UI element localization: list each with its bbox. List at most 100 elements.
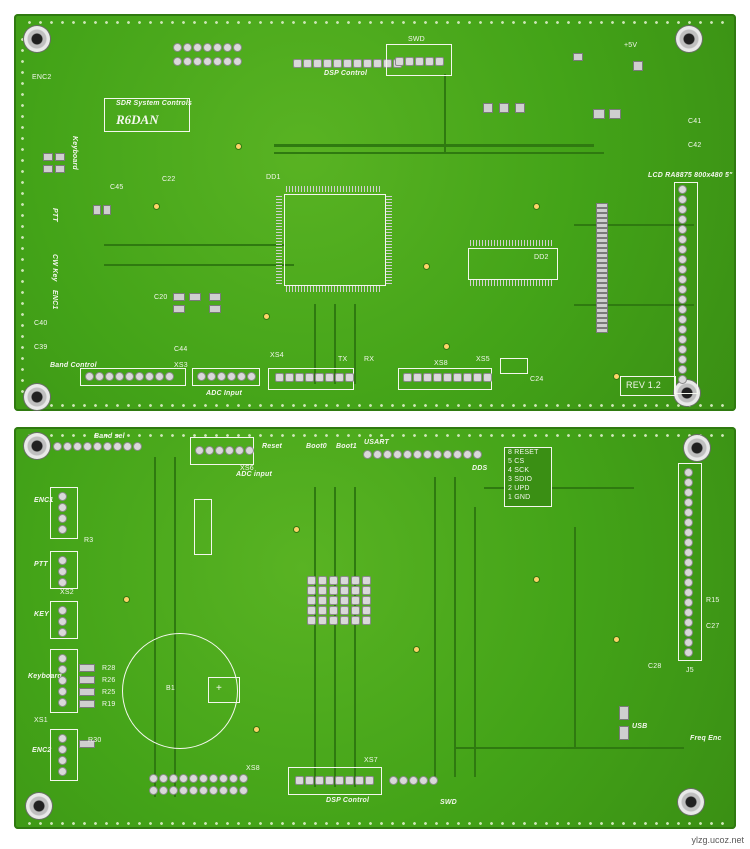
via: [424, 264, 429, 269]
ptt-label: PTT: [51, 208, 58, 222]
mounting-hole: [26, 793, 52, 819]
lcd-label: LCD RA8875 800x480 5": [648, 172, 733, 179]
r30-label: R30: [88, 737, 102, 744]
c27-label: C27: [706, 623, 720, 630]
battery-outline: [122, 633, 238, 749]
smd-component: [104, 206, 110, 214]
trace-bus: [274, 144, 594, 147]
via: [614, 374, 619, 379]
trace-bus: [334, 487, 336, 787]
xs8-header: [404, 374, 491, 381]
xs8-label: XS8: [246, 765, 260, 772]
enc2-pins: [59, 735, 66, 775]
via: [414, 647, 419, 652]
trace-bus: [354, 304, 356, 384]
usb-label: USB: [632, 723, 648, 730]
xs5-outline: [500, 358, 528, 374]
smd-component: [44, 154, 52, 160]
xs2-label: XS2: [60, 589, 74, 596]
via: [294, 527, 299, 532]
boot0-label: Boot0: [306, 443, 327, 450]
edge-via-col-left: [17, 34, 25, 394]
r28-label: R28: [102, 665, 116, 672]
adc-input-header: [198, 373, 255, 380]
trace-bus: [104, 264, 294, 266]
trace-bus: [574, 304, 694, 306]
key-connector-outline: [50, 601, 78, 639]
smd-component: [620, 727, 628, 739]
trace-bus: [314, 487, 316, 787]
pin-row: 5 CS: [508, 458, 525, 465]
trace-bus: [454, 747, 684, 749]
dd1-pins-left: [276, 196, 282, 284]
reset-label: Reset: [262, 443, 283, 450]
smd-component: [80, 741, 94, 747]
dd2-label: DD2: [534, 254, 549, 261]
c39-label: C39: [34, 344, 48, 351]
r6dan-logo: R6DAN: [116, 112, 159, 127]
enc1-connector-outline: [50, 487, 78, 539]
dd2-outline: [468, 248, 558, 280]
edge-via-row-top: [24, 17, 724, 25]
battery-plus-pad: [208, 677, 240, 703]
trace-bus: [454, 477, 456, 777]
enc2-connector-outline: [50, 729, 78, 781]
right-header-pins: [685, 469, 692, 656]
smd-component: [44, 166, 52, 172]
watermark-text: ylzg.ucoz.net: [691, 835, 744, 845]
trace-bus: [274, 152, 604, 154]
freq-enc-label: Freq Enc: [690, 735, 722, 742]
smd-component: [94, 206, 100, 214]
smd-component: [210, 294, 220, 300]
smd-component: [80, 701, 94, 707]
adc-input-header-outline: [190, 437, 254, 465]
xs1-label: XS1: [34, 717, 48, 724]
smd-component: [500, 104, 508, 112]
mounting-hole: [24, 384, 50, 410]
smd-component: [516, 104, 524, 112]
dsp-control-label: DSP Control: [326, 797, 370, 804]
usart-header: [364, 451, 481, 458]
trace-bus: [174, 457, 176, 797]
r15-label: R15: [706, 597, 720, 604]
battery-plus-symbol: +: [216, 683, 223, 694]
dd1-outline: [284, 194, 386, 286]
enc1-pins: [59, 493, 66, 533]
smd-component: [610, 110, 620, 118]
qfp-pad-array: [308, 577, 371, 624]
trace-bus: [444, 74, 446, 154]
c40-label: C40: [34, 320, 48, 327]
xs4-label: XS4: [270, 352, 284, 359]
lcd-connector-pins: [679, 186, 686, 383]
sdr-label-frame: [104, 98, 190, 132]
enc2-label: ENC2: [32, 74, 52, 81]
b1-label: B1: [166, 685, 175, 692]
c41-label: C41: [688, 118, 702, 125]
keyboard-pins: [59, 655, 66, 706]
swd-header-outline: [386, 44, 452, 76]
pcb-bottom-side: Band sel ADC input XS6 Reset Boot0 Boot1…: [14, 427, 736, 829]
via: [534, 577, 539, 582]
smd-component: [80, 677, 94, 683]
ptt-label: PTT: [34, 561, 48, 568]
component-outline: [194, 499, 212, 555]
dds-label: DDS: [472, 465, 488, 472]
adc-input-label: ADC Input: [206, 390, 243, 397]
swd-header: [390, 777, 437, 784]
enc1-label: ENC1: [51, 290, 58, 310]
pin-row: 8 RESET: [508, 449, 539, 456]
via: [444, 344, 449, 349]
c20-label: C20: [154, 294, 168, 301]
c22-label: C22: [162, 176, 176, 183]
tx-label: TX: [338, 356, 348, 363]
via: [534, 204, 539, 209]
dds-pin-table: [504, 447, 552, 507]
r19-label: R19: [102, 701, 116, 708]
key-label: KEY: [34, 611, 49, 618]
smd-component: [80, 689, 94, 695]
keyboard-label: Keyboard: [28, 673, 62, 680]
boot1-label: Boot1: [336, 443, 357, 450]
xs6-label: XS6: [240, 465, 254, 472]
band-sel-label: Band sel: [94, 433, 125, 440]
c45-label: C45: [110, 184, 124, 191]
